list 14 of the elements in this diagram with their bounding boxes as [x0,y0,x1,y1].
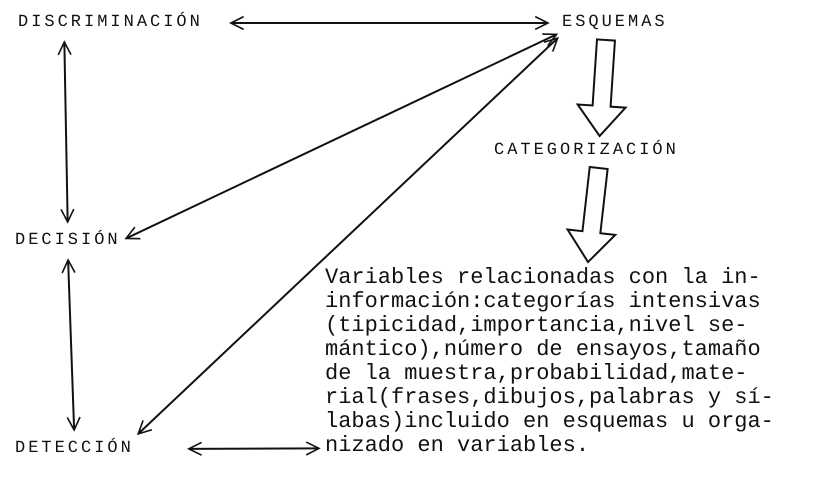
double-arrow [137,37,558,435]
double-arrow [230,16,549,30]
concept-label: ESQUEMAS [562,12,668,34]
concept-label: DETECCIÓN [15,438,134,460]
double-arrow [188,441,320,456]
concept-label: CATEGORIZACIÓN [494,140,679,162]
double-arrow [61,259,81,431]
double-arrow [57,41,75,223]
double-arrow [125,33,558,240]
concept-label: DECISIÓN [15,230,121,252]
block-arrow [576,38,628,138]
block-arrow [566,166,618,264]
concept-label: DISCRIMINACIÓN [18,12,203,34]
description-text: Variables relacionadas con la in- información:categorías intensivas (tipicidad,importancia,nivel se- mántico),número de ensayos,tamaño de la muestra,probabilidad,mate- rial(frases,dibujos,palabras y sí- labas)incluido en esquemas u orga- nizado en variables. [325,266,774,458]
